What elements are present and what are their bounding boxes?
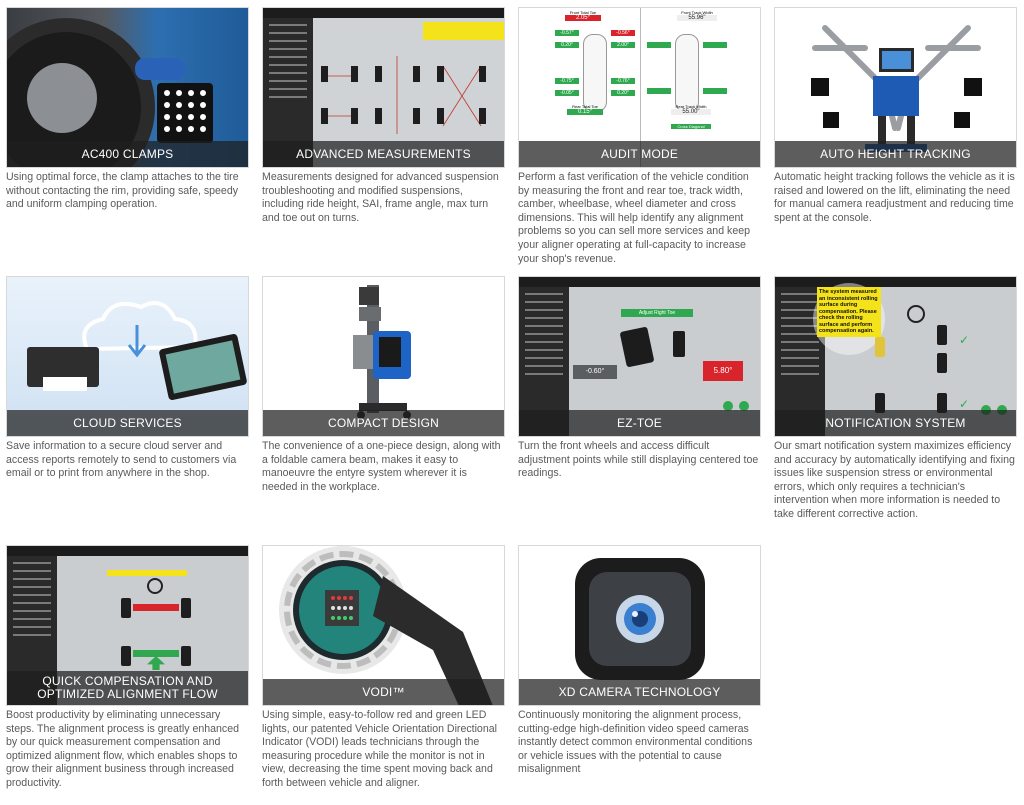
lr-camber: -0.75°: [555, 78, 579, 84]
feature-card-compact-design[interactable]: COMPACT DESIGN The convenience of a one-…: [262, 276, 505, 494]
card-description: Continuously monitoring the alignment pr…: [518, 709, 753, 776]
feature-card-vodi[interactable]: VODI™ Using simple, easy-to-follow red a…: [262, 545, 505, 791]
rear-track-value: 55.00": [671, 109, 711, 115]
feature-card-advanced-measurements[interactable]: ADVANCED MEASUREMENTS Measurements desig…: [262, 7, 505, 225]
rear-track-label: Rear Track Width: [675, 104, 707, 109]
next-button-icon[interactable]: [739, 401, 749, 411]
front-track-value: 55.96": [677, 15, 717, 21]
ez-toe-image: Adjust Right Toe -0.60° 5.80° EZ-TOE: [518, 276, 761, 437]
card-description: Automatic height tracking follows the ve…: [774, 171, 1015, 224]
ac400-clamps-image: AC400 CLAMPS: [6, 7, 249, 168]
card-title: XD CAMERA TECHNOLOGY: [519, 679, 760, 705]
card-title: ADVANCED MEASUREMENTS: [263, 141, 504, 167]
card-title: QUICK COMPENSATION AND OPTIMIZED ALIGNME…: [7, 671, 248, 705]
lf-toe: 0.20°: [555, 42, 579, 48]
check-icon: ✓: [959, 333, 970, 347]
lr-toe: -0.05°: [555, 90, 579, 96]
cross-diagonal-label: Cross Diagonal: [671, 124, 711, 129]
rr-camber: -0.76°: [611, 78, 635, 84]
glove: [135, 58, 185, 80]
card-description: Turn the front wheels and access difficu…: [518, 440, 759, 480]
front-total-toe-label: Front Total Toe: [569, 10, 597, 15]
card-description: Save information to a secure cloud serve…: [6, 440, 237, 480]
rf-toe: 2.00°: [611, 42, 635, 48]
card-description: Measurements designed for advanced suspe…: [262, 171, 499, 224]
front-total-toe-value: 2.05°: [565, 15, 601, 21]
card-title: AC400 CLAMPS: [7, 141, 248, 167]
card-title: NOTIFICATION SYSTEM: [775, 410, 1016, 436]
up-arrow-icon: [147, 656, 165, 670]
feature-card-notification-system[interactable]: The system measured an inconsistent roll…: [774, 276, 1017, 522]
ez-toe-right-value: 5.80°: [703, 361, 743, 381]
card-description: Our smart notification system maximizes …: [774, 440, 1015, 520]
rf-camber: -0.56°: [611, 30, 635, 36]
feature-card-cloud-services[interactable]: CLOUD SERVICES Save information to a sec…: [6, 276, 249, 481]
warning-note: [423, 22, 504, 40]
card-title: AUDIT MODE: [519, 141, 760, 167]
auto-height-tracking-image: AUTO HEIGHT TRACKING: [774, 7, 1017, 168]
feature-card-ez-toe[interactable]: Adjust Right Toe -0.60° 5.80° EZ-TOE Tur…: [518, 276, 761, 481]
advanced-measurements-image: ADVANCED MEASUREMENTS: [262, 7, 505, 168]
prev-button-icon[interactable]: [723, 401, 733, 411]
feature-card-auto-height-tracking[interactable]: AUTO HEIGHT TRACKING Automatic height tr…: [774, 7, 1017, 225]
car-outline-right: [675, 34, 699, 112]
feature-card-audit-mode[interactable]: Front Total Toe 2.05° Front Track Width …: [518, 7, 761, 266]
card-description: Using optimal force, the clamp attaches …: [6, 171, 239, 211]
card-title: COMPACT DESIGN: [263, 410, 504, 436]
rear-total-toe-label: Rear Total Toe: [572, 104, 598, 109]
rear-total-toe-value: 0.15°: [567, 109, 603, 115]
car-outline-left: [583, 34, 607, 112]
card-title: AUTO HEIGHT TRACKING: [775, 141, 1016, 167]
steering-wheel-icon: [147, 578, 163, 594]
notification-system-image: The system measured an inconsistent roll…: [774, 276, 1017, 437]
xd-camera-image: XD CAMERA TECHNOLOGY: [518, 545, 761, 706]
check-icon: ✓: [959, 397, 970, 411]
ez-toe-banner: Adjust Right Toe: [621, 309, 693, 317]
cloud-services-image: CLOUD SERVICES: [6, 276, 249, 437]
front-track-label: Front Track Width: [681, 10, 713, 15]
card-description: The convenience of a one-piece design, a…: [262, 440, 501, 493]
card-description: Perform a fast verification of the vehic…: [518, 171, 750, 265]
lf-camber: -0.57°: [555, 30, 579, 36]
vodi-image: VODI™: [262, 545, 505, 706]
feature-card-quick-compensation[interactable]: QUICK COMPENSATION AND OPTIMIZED ALIGNME…: [6, 545, 249, 791]
card-title: CLOUD SERVICES: [7, 410, 248, 436]
steering-wheel-icon: [907, 305, 925, 323]
quick-compensation-image: QUICK COMPENSATION AND OPTIMIZED ALIGNME…: [6, 545, 249, 706]
card-title: EZ-TOE: [519, 410, 760, 436]
ez-toe-left-value: -0.60°: [573, 365, 617, 379]
audit-mode-image: Front Total Toe 2.05° Front Track Width …: [518, 7, 761, 168]
notification-message: The system measured an inconsistent roll…: [817, 287, 881, 337]
compact-design-image: COMPACT DESIGN: [262, 276, 505, 437]
card-description: Boost productivity by eliminating unnece…: [6, 709, 240, 789]
feature-card-xd-camera[interactable]: XD CAMERA TECHNOLOGY Continuously monito…: [518, 545, 761, 777]
card-title: VODI™: [263, 679, 504, 705]
clamp-target: [157, 83, 213, 143]
card-description: Using simple, easy-to-follow red and gre…: [262, 709, 497, 789]
feature-card-ac400-clamps[interactable]: AC400 CLAMPS Using optimal force, the cl…: [6, 7, 249, 212]
rr-toe: 0.20°: [611, 90, 635, 96]
